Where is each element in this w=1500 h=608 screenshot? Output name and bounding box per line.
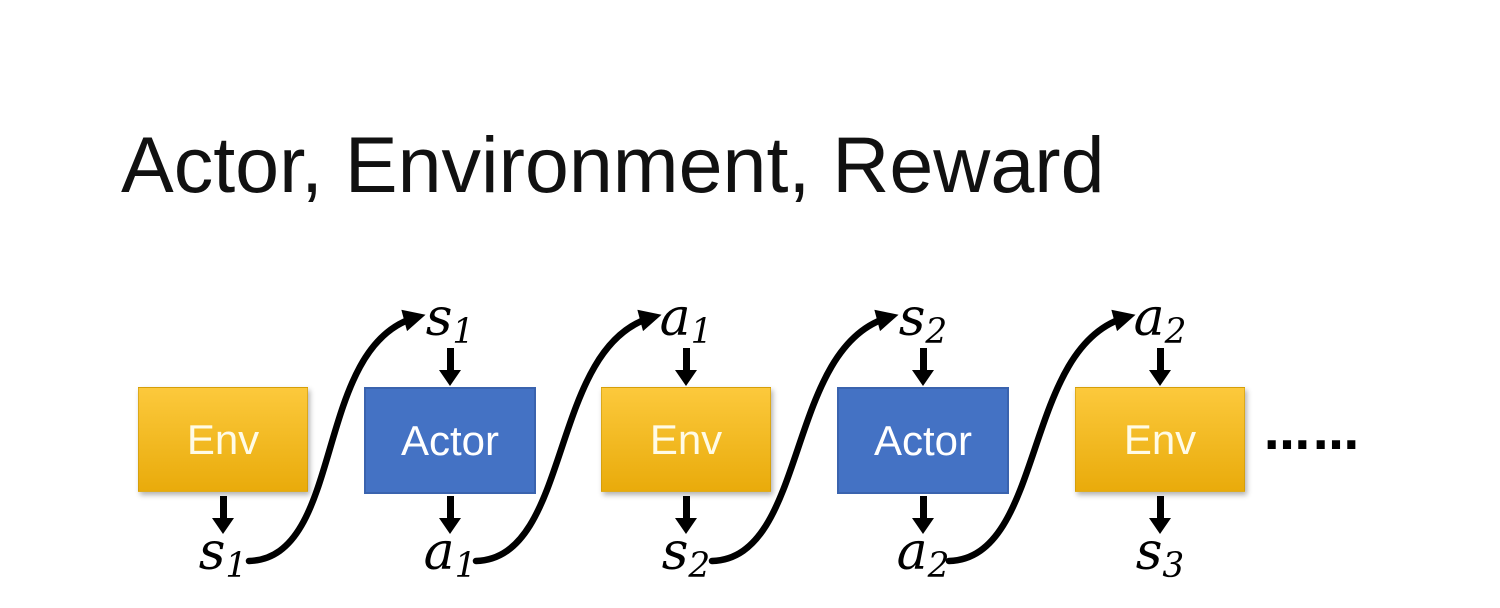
label-subscript: 2	[925, 312, 948, 353]
label-subscript: 2	[1164, 312, 1187, 353]
box-label: Env	[186, 415, 260, 463]
continuation-dots: ……	[1264, 406, 1362, 460]
box-label: Env	[1123, 415, 1197, 463]
label-subscript: 3	[1162, 546, 1185, 587]
label-base: s	[198, 522, 226, 582]
actor-box-2: Actor	[837, 387, 1009, 494]
box-label: Actor	[400, 416, 500, 464]
action-label-bottom: a1	[424, 526, 477, 584]
actor-box-1: Actor	[364, 387, 536, 494]
label-base: s	[898, 288, 926, 348]
label-subscript: 2	[688, 546, 711, 587]
label-base: s	[1135, 522, 1163, 582]
label-subscript: 1	[452, 312, 475, 353]
label-subscript: 1	[454, 546, 477, 587]
action-label-bottom: a2	[897, 526, 950, 584]
label-subscript: 1	[225, 546, 248, 587]
label-base: a	[1133, 288, 1165, 348]
env-box-2: Env	[601, 387, 771, 492]
action-label-top: a2	[1134, 292, 1187, 350]
slide-title: Actor, Environment, Reward	[121, 120, 1105, 209]
label-subscript: 2	[927, 546, 950, 587]
env-box-3: Env	[1075, 387, 1245, 492]
label-base: a	[659, 288, 691, 348]
label-base: a	[896, 522, 928, 582]
label-base: a	[423, 522, 455, 582]
label-subscript: 1	[690, 312, 713, 353]
state-label-bottom: s1	[199, 526, 248, 584]
box-label: Env	[649, 415, 723, 463]
label-base: s	[661, 522, 689, 582]
env-box-1: Env	[138, 387, 308, 492]
label-base: s	[425, 288, 453, 348]
state-label-bottom: s2	[662, 526, 711, 584]
state-label-top: s2	[899, 292, 948, 350]
state-label-bottom: s3	[1136, 526, 1185, 584]
action-label-top: a1	[660, 292, 713, 350]
state-label-top: s1	[426, 292, 475, 350]
box-label: Actor	[873, 416, 973, 464]
